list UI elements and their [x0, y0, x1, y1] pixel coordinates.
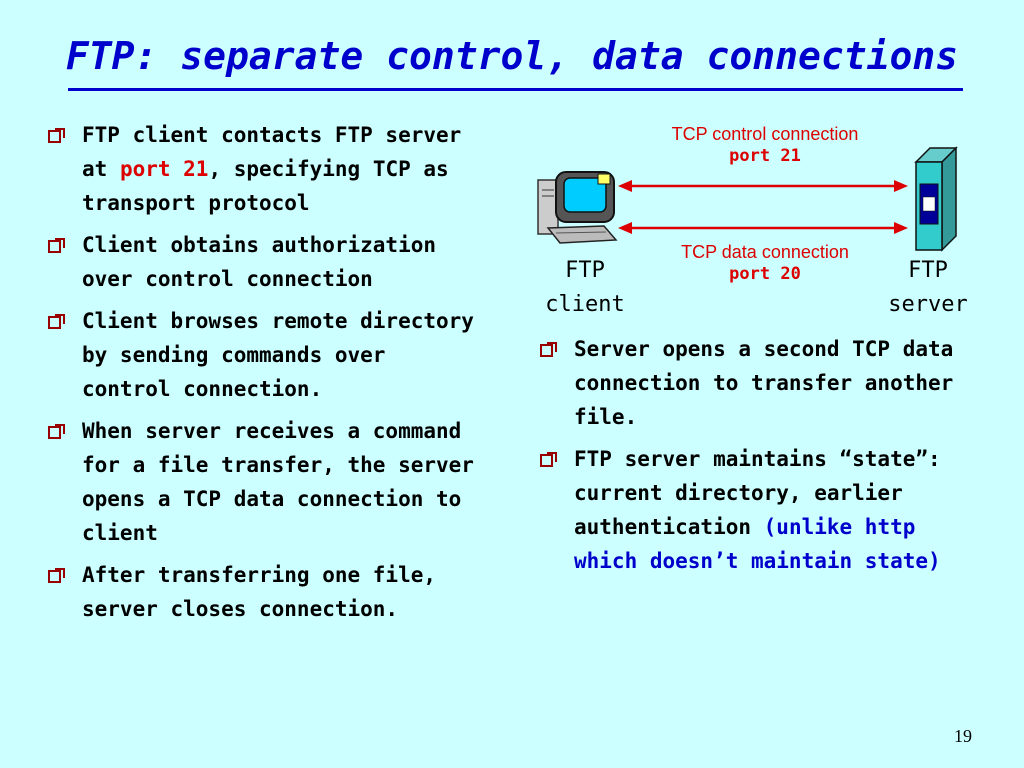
client-label-line2: client — [545, 292, 625, 317]
bullet-item: After transferring one file, server clos… — [48, 558, 478, 626]
bullet-text: Client obtains authorization over contro… — [82, 233, 437, 291]
bullet-text: Client browses remote directory by sendi… — [82, 309, 474, 401]
checkbox-bullet-icon — [48, 314, 65, 329]
right-bullet-list: Server opens a second TCP data connectio… — [540, 332, 980, 586]
bullet-text: (unlike http which doesn’t maintain stat… — [574, 515, 941, 573]
bullet-item: When server receives a command for a fil… — [48, 414, 478, 550]
bullet-item: FTP client contacts FTP server at port 2… — [48, 118, 478, 220]
server-tower-icon — [914, 146, 958, 252]
bullet-text: , specifying TCP as transport protocol — [82, 157, 449, 215]
slide-title: FTP: separate control, data connections — [65, 34, 959, 78]
data-connection-arrow — [618, 222, 908, 234]
bullet-text: After transferring one file, server clos… — [82, 563, 437, 621]
checkbox-bullet-icon — [540, 452, 557, 467]
control-connection-text: TCP control connection — [671, 124, 859, 144]
bullet-text: port 21 — [119, 157, 209, 181]
page-number: 19 — [954, 726, 972, 746]
control-port-text: port 21 — [729, 146, 801, 166]
data-connection-text: TCP data connection — [681, 242, 849, 262]
client-label-line1: FTP — [565, 258, 605, 283]
bullet-text: FTP client contacts FTP server at — [82, 123, 462, 181]
checkbox-bullet-icon — [48, 424, 65, 439]
bullet-text: FTP server maintains “state”: current di… — [574, 447, 941, 539]
client-label: FTP client — [530, 254, 640, 322]
control-connection-label: TCP control connection port 21 — [630, 124, 900, 166]
bullet-item: Server opens a second TCP data connectio… — [540, 332, 980, 434]
bullet-text: When server receives a command for a fil… — [82, 419, 474, 545]
bullet-text: Server opens a second TCP data connectio… — [574, 337, 954, 429]
server-label-line2: server — [888, 292, 968, 317]
server-label: FTP server — [876, 254, 980, 322]
checkbox-bullet-icon — [540, 342, 557, 357]
checkbox-bullet-icon — [48, 568, 65, 583]
client-computer-icon — [537, 171, 618, 244]
checkbox-bullet-icon — [48, 238, 65, 253]
left-bullet-list: FTP client contacts FTP server at port 2… — [48, 118, 478, 634]
control-connection-arrow — [618, 180, 908, 192]
bullet-item: Client obtains authorization over contro… — [48, 228, 478, 296]
server-label-line1: FTP — [908, 258, 948, 283]
data-port-text: port 20 — [729, 264, 801, 284]
checkbox-bullet-icon — [48, 128, 65, 143]
bullet-item: FTP server maintains “state”: current di… — [540, 442, 980, 578]
bullet-item: Client browses remote directory by sendi… — [48, 304, 478, 406]
data-connection-label: TCP data connection port 20 — [630, 242, 900, 284]
title-underline — [68, 88, 963, 91]
